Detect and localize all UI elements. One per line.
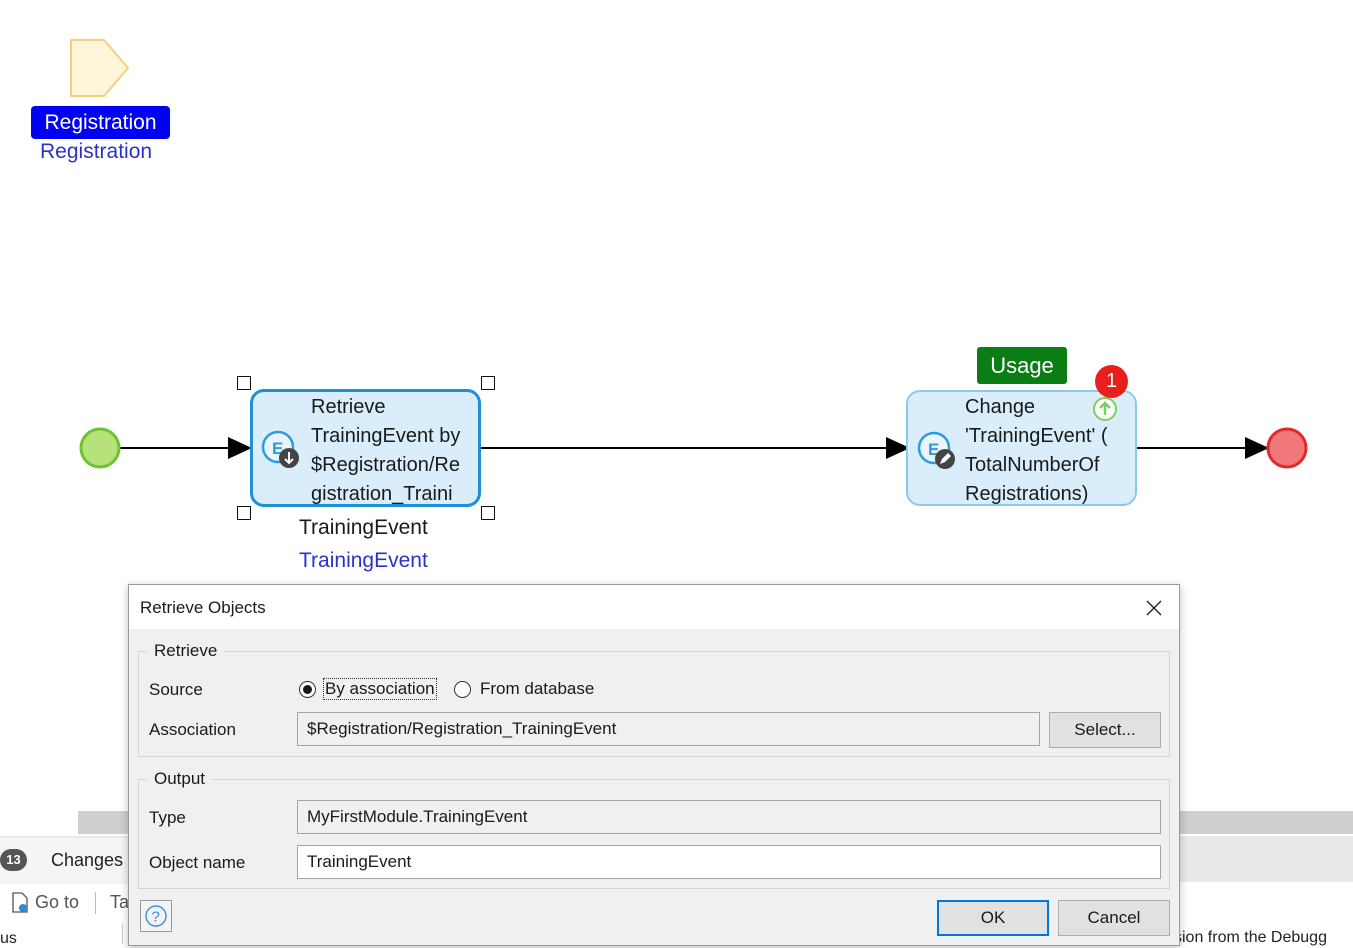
ok-button[interactable]: OK — [937, 900, 1049, 936]
usage-badge: Usage — [977, 347, 1067, 384]
type-label: Type — [149, 808, 186, 827]
retrieve-group — [138, 651, 1170, 757]
caption-line: Retrieve — [311, 396, 386, 418]
error-count-badge[interactable]: 1 — [1095, 365, 1128, 398]
retrieve-group-label: Retrieve — [147, 641, 225, 661]
changes-count-badge: 13 — [0, 849, 27, 871]
svg-text:E: E — [272, 439, 283, 458]
help-button[interactable]: ? — [140, 900, 172, 932]
dialog-title: Retrieve Objects — [140, 598, 266, 617]
from-database-label[interactable]: From database — [480, 679, 595, 698]
caption-line: TrainingEvent by — [311, 425, 461, 447]
retrieve-entity-icon: E — [261, 430, 299, 468]
pane-left-text-fragment: us — [0, 930, 17, 947]
retrieve-activity-caption: Retrieve TrainingEvent by $Registration/… — [311, 393, 461, 505]
start-event[interactable] — [79, 427, 121, 469]
selection-handle-top-left[interactable] — [237, 376, 251, 390]
by-association-label[interactable]: By association — [323, 678, 437, 700]
goto-document-icon — [12, 892, 28, 913]
close-icon[interactable] — [1141, 595, 1167, 621]
pane-left-column — [0, 924, 123, 944]
goto-button[interactable]: Go to — [35, 892, 80, 912]
selection-handle-bottom-right[interactable] — [481, 506, 495, 520]
caption-line: Change — [965, 396, 1036, 418]
commit-icon — [1093, 397, 1117, 421]
retrieve-output-label: TrainingEvent — [299, 516, 428, 539]
radio-from-database[interactable] — [454, 681, 471, 698]
change-activity[interactable]: E Change 'TrainingEvent' ( TotalNumberOf… — [906, 390, 1137, 506]
caption-line: 'TrainingEvent' ( — [965, 425, 1108, 447]
toolbar-separator — [95, 892, 96, 914]
caption-line: gistration_Traini — [311, 483, 453, 505]
parameter-badge[interactable]: Registration — [31, 106, 170, 139]
end-event[interactable] — [1266, 427, 1308, 469]
caption-line: Registrations) — [965, 483, 1089, 505]
retrieve-output-variable: TrainingEvent — [299, 549, 428, 572]
help-icon: ? — [145, 905, 167, 927]
tab-changes-label[interactable]: Changes — [51, 850, 124, 870]
output-group — [138, 779, 1170, 889]
retrieve-objects-dialog: Retrieve Objects Retrieve Source By asso… — [128, 584, 1180, 946]
toolbar-item-fragment[interactable]: Ta — [110, 892, 130, 912]
output-group-label: Output — [147, 769, 213, 789]
change-activity-caption: Change 'TrainingEvent' ( TotalNumberOf R… — [965, 393, 1108, 505]
object-name-label: Object name — [149, 853, 246, 872]
parameter-name: Registration — [40, 140, 153, 163]
association-field[interactable]: $Registration/Registration_TrainingEvent — [297, 712, 1040, 746]
source-label: Source — [149, 680, 203, 699]
arrowhead — [1245, 437, 1269, 459]
radio-by-association[interactable] — [299, 681, 316, 698]
retrieve-activity[interactable]: E Retrieve TrainingEvent by $Registratio… — [250, 389, 481, 507]
selection-handle-top-right[interactable] — [481, 376, 495, 390]
select-button[interactable]: Select... — [1049, 712, 1161, 748]
pane-message-fragment: sion from the Debugg — [1174, 929, 1327, 946]
svg-text:?: ? — [152, 909, 160, 926]
arrowhead — [228, 437, 252, 459]
selection-handle-bottom-left[interactable] — [237, 506, 251, 520]
change-entity-icon: E — [917, 431, 955, 469]
arrowhead — [886, 437, 910, 459]
caption-line: $Registration/Re — [311, 454, 460, 476]
dialog-titlebar: Retrieve Objects — [129, 585, 1179, 629]
association-label: Association — [149, 720, 236, 739]
microflow-canvas — [70, 39, 1308, 469]
parameter-shape[interactable] — [70, 39, 130, 97]
cancel-button[interactable]: Cancel — [1058, 900, 1170, 936]
type-field[interactable]: MyFirstModule.TrainingEvent — [297, 800, 1161, 834]
caption-line: TotalNumberOf — [965, 454, 1100, 476]
object-name-input[interactable]: TrainingEvent — [297, 845, 1161, 879]
svg-text:E: E — [928, 440, 939, 459]
